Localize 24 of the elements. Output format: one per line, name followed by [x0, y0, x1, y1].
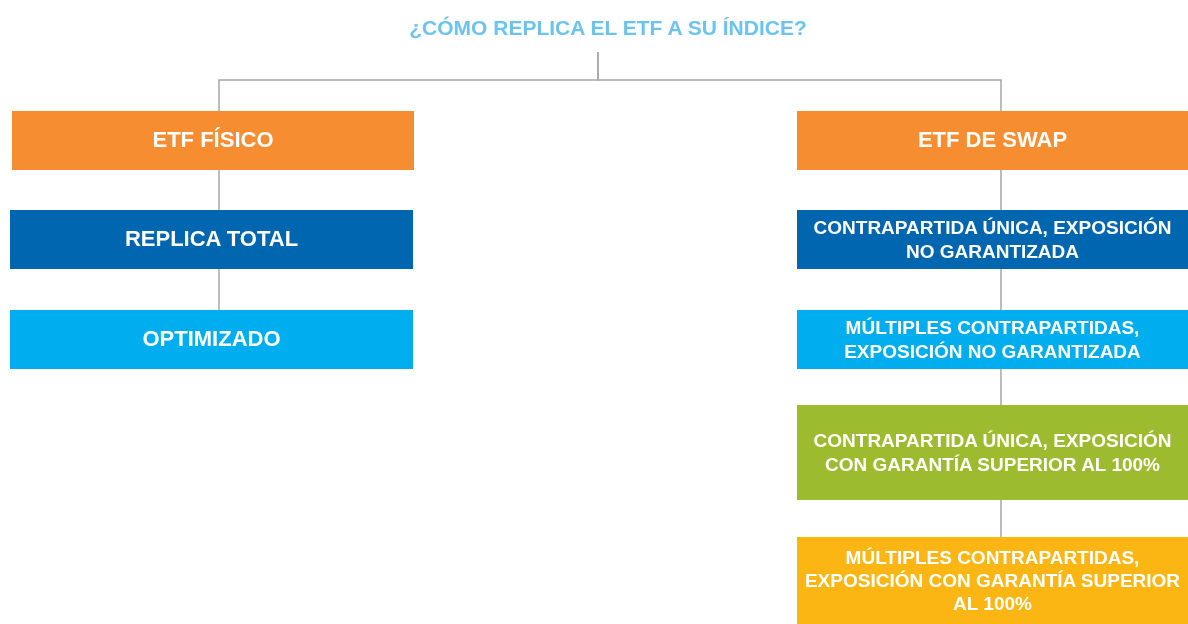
- category-box: [797, 537, 1188, 624]
- connector-line: [597, 51, 1002, 112]
- title-text: ¿CÓMO REPLICA EL ETF A SU ÍNDICE?: [409, 15, 807, 41]
- category-box: [797, 210, 1188, 269]
- box-label: REPLICA TOTAL: [123, 226, 300, 253]
- category-box: [10, 210, 413, 269]
- category-box: [797, 111, 1188, 170]
- box-label: ETF DE SWAP: [916, 127, 1069, 154]
- connector-line: [1000, 268, 1002, 311]
- connector-line: [218, 169, 220, 211]
- box-label: CONTRAPARTIDA ÚNICA, EXPOSICIÓN NO GARANTIZADA: [812, 216, 1173, 263]
- category-box: [797, 405, 1188, 500]
- connector-line: [1000, 499, 1002, 538]
- category-box: [10, 310, 413, 369]
- box-label: MÚLTIPLES CONTRAPARTIDAS, EXPOSICIÓN CON GARANTÍA SUPERIOR AL 100%: [803, 545, 1182, 616]
- connector-line: [1000, 368, 1002, 406]
- connector-line: [218, 268, 220, 311]
- connector-line: [1000, 169, 1002, 211]
- category-box: [797, 310, 1188, 369]
- box-label: CONTRAPARTIDA ÚNICA, EXPOSICIÓN CON GARANTÍA SUPERIOR AL 100%: [812, 429, 1173, 476]
- box-label: ETF FÍSICO: [151, 127, 275, 154]
- category-box: [12, 111, 414, 170]
- box-label: OPTIMIZADO: [141, 326, 282, 353]
- box-label: MÚLTIPLES CONTRAPARTIDAS, EXPOSICIÓN NO GARANTIZADA: [843, 316, 1142, 363]
